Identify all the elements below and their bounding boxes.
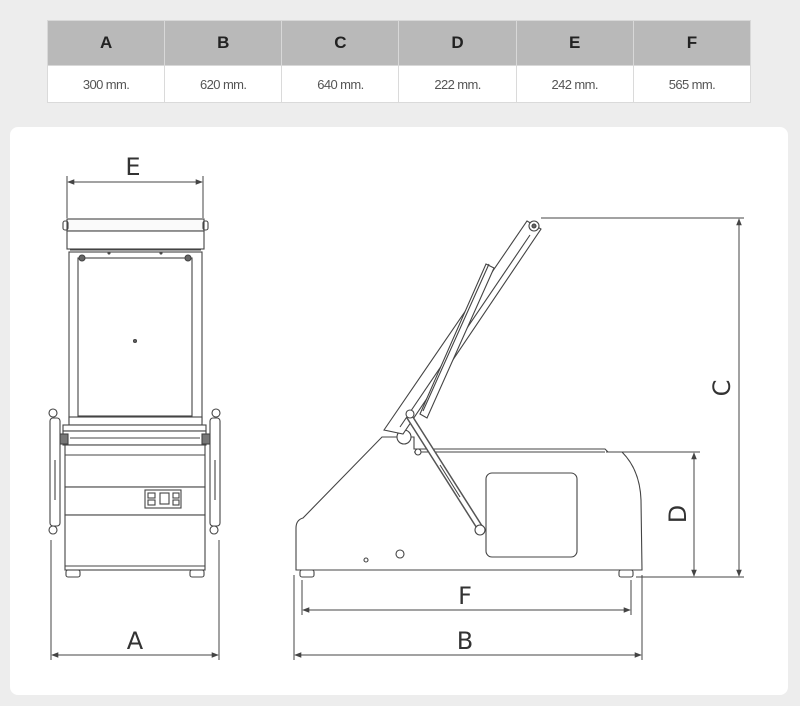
header-e: E: [515, 20, 634, 66]
dimensions-table: A B C D E F 300 mm. 620 mm. 640 mm. 222 …: [46, 20, 752, 103]
header-c: C: [281, 20, 400, 66]
header-d: D: [398, 20, 517, 66]
header-f: F: [632, 20, 752, 66]
label-d: D: [664, 505, 692, 523]
value-d: 222 mm.: [398, 65, 517, 103]
label-f: F: [458, 582, 472, 610]
header-b: B: [164, 20, 283, 66]
label-a: A: [127, 627, 144, 655]
value-c: 640 mm.: [281, 65, 400, 103]
header-a: A: [46, 20, 166, 66]
label-b: B: [457, 627, 473, 655]
technical-drawing-panel: E A F B C D: [10, 127, 788, 695]
value-f: 565 mm.: [632, 65, 752, 103]
value-a: 300 mm.: [46, 65, 166, 103]
table-header-row: A B C D E F: [46, 20, 752, 66]
table-row: 300 mm. 620 mm. 640 mm. 222 mm. 242 mm. …: [46, 65, 752, 103]
value-e: 242 mm.: [515, 65, 634, 103]
label-e: E: [125, 153, 140, 181]
front-view: [48, 218, 221, 578]
side-view: [295, 220, 643, 578]
label-c: C: [708, 380, 736, 397]
dimension-lines: [50, 176, 744, 660]
value-b: 620 mm.: [164, 65, 283, 103]
technical-drawing: E A F B C D: [48, 153, 744, 660]
